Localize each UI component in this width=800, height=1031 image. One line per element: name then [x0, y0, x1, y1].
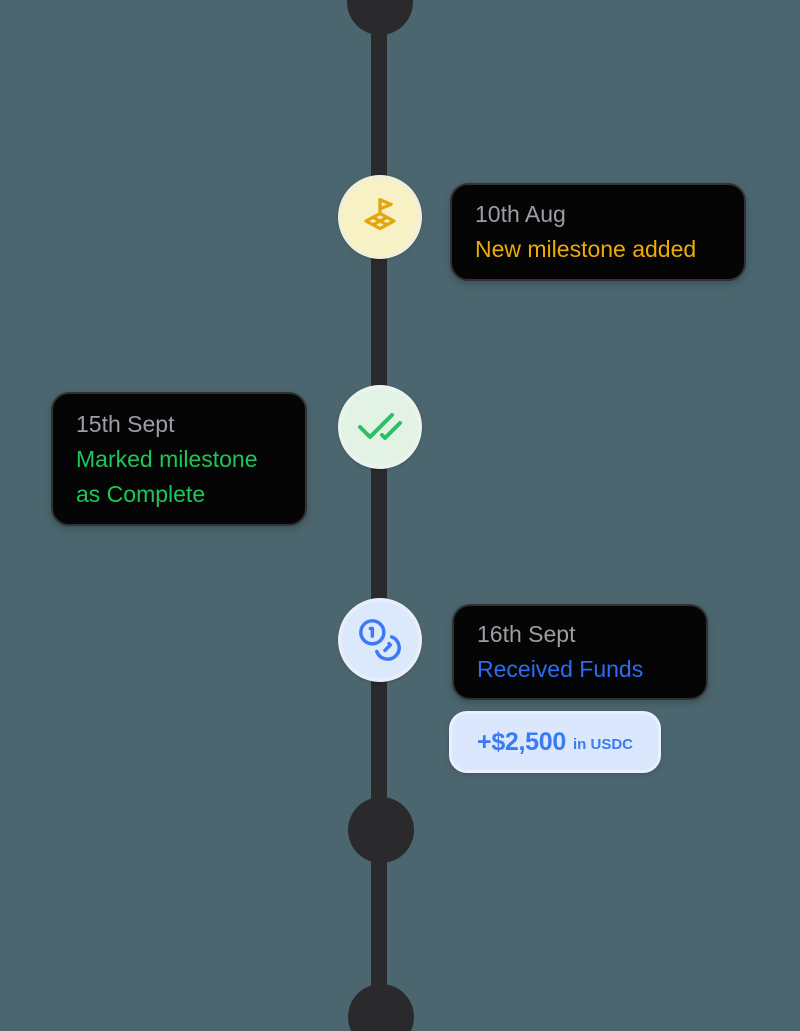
- timeline-line: [371, 0, 387, 1031]
- event-card-received-funds: 16th Sept Received Funds: [452, 604, 708, 700]
- event-title: Received Funds: [477, 656, 644, 682]
- event-card-milestone-complete: 15th Sept Marked milestone as Complete: [51, 392, 307, 526]
- timeline-node-middle: [348, 797, 414, 863]
- event-title: Marked milestone as Complete: [76, 445, 258, 507]
- event-title: New milestone added: [475, 236, 697, 262]
- double-check-icon: [358, 413, 402, 440]
- event-date: 15th Sept: [76, 410, 175, 437]
- event-date: 10th Aug: [475, 201, 566, 227]
- event-card-milestone-added: 10th Aug New milestone added: [450, 183, 746, 281]
- coins-icon: [359, 619, 401, 661]
- event-date: 16th Sept: [477, 621, 576, 647]
- funds-amount: +$2,500: [477, 727, 566, 756]
- timeline-node-top: [347, 0, 413, 35]
- timeline-node-bottom: [348, 984, 414, 1031]
- received-funds-node: [338, 598, 422, 682]
- milestone-added-node: [338, 175, 422, 259]
- milestone-flag-icon: [364, 198, 396, 231]
- funds-currency-note: in USDC: [572, 735, 633, 753]
- funds-amount-badge: +$2,500 in USDC: [449, 711, 661, 773]
- milestone-complete-node: [338, 385, 422, 469]
